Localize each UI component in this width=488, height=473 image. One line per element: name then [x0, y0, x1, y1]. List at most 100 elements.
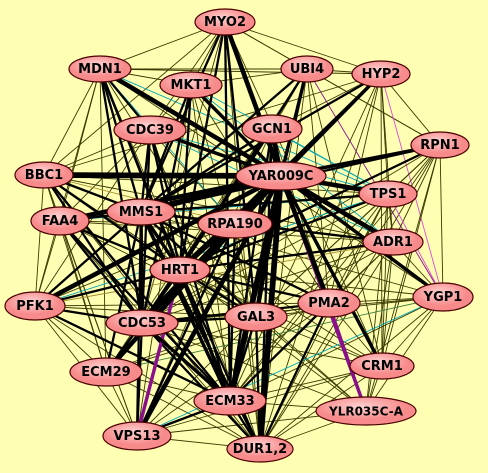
- node-ecm29-shape[interactable]: [69, 357, 143, 387]
- node-ecm33-label: ECM33: [205, 394, 254, 409]
- node-hyp2[interactable]: HYP2: [351, 60, 411, 88]
- node-mms1-shape[interactable]: [106, 198, 176, 226]
- node-ygp1-shape[interactable]: [412, 282, 474, 312]
- node-cdc53-shape[interactable]: [105, 309, 179, 337]
- edge-yar009c-myo2: [222, 19, 284, 179]
- edge-pfk1-adr1: [34, 241, 394, 307]
- node-ubi4[interactable]: UBI4: [280, 55, 334, 83]
- edge-bbc1-cdc53: [42, 173, 144, 325]
- node-crm1-shape[interactable]: [349, 352, 415, 380]
- node-tps1[interactable]: TPS1: [358, 180, 418, 208]
- node-mms1[interactable]: MMS1: [106, 198, 176, 226]
- edge-mms1-ecm29: [104, 210, 143, 374]
- edge-faa4-ecm29: [59, 220, 107, 373]
- node-ecm33-shape[interactable]: [193, 386, 267, 416]
- edge-hyp2-crm1: [380, 73, 383, 367]
- node-cdc53[interactable]: CDC53: [105, 309, 179, 337]
- edge-adr1-gal3: [255, 241, 394, 318]
- node-adr1-label: ADR1: [373, 235, 413, 250]
- edge-mdn1-pfk1: [34, 68, 101, 307]
- node-cdc39-label: CDC39: [126, 123, 174, 138]
- node-vps13[interactable]: VPS13: [102, 421, 172, 451]
- node-myo2-label: MYO2: [204, 15, 246, 30]
- node-cdc39[interactable]: CDC39: [113, 115, 187, 145]
- edge-pfk1-dur12: [34, 305, 261, 450]
- node-ylr035ca-shape[interactable]: [315, 396, 417, 426]
- node-gcn1-shape[interactable]: [241, 114, 303, 144]
- node-ylr035ca[interactable]: YLR035C-A: [315, 396, 417, 426]
- node-faa4[interactable]: FAA4: [30, 206, 90, 236]
- node-pma2-shape[interactable]: [297, 288, 361, 318]
- node-pfk1-shape[interactable]: [4, 291, 66, 321]
- edge-ecm29-dur12: [105, 371, 261, 450]
- edge-yar009c-crm1: [279, 174, 384, 368]
- node-crm1-label: CRM1: [361, 359, 403, 374]
- node-myo2-shape[interactable]: [194, 8, 256, 36]
- node-yar009c[interactable]: YAR009C: [235, 161, 327, 191]
- edge-rpn1-crm1: [381, 144, 441, 367]
- node-mkt1-label: MKT1: [171, 78, 212, 93]
- node-gal3-shape[interactable]: [224, 302, 288, 332]
- edge-mdn1-bbc1: [43, 68, 101, 176]
- node-hrt1-shape[interactable]: [149, 256, 211, 284]
- node-ecm33[interactable]: ECM33: [193, 386, 267, 416]
- node-mkt1-shape[interactable]: [159, 71, 223, 99]
- node-gcn1[interactable]: GCN1: [241, 114, 303, 144]
- edge-tps1-crm1: [381, 193, 389, 367]
- node-rpn1[interactable]: RPN1: [410, 131, 470, 159]
- node-vps13-shape[interactable]: [102, 421, 172, 451]
- node-mkt1[interactable]: MKT1: [159, 71, 223, 99]
- node-pma2[interactable]: PMA2: [297, 288, 361, 318]
- node-adr1-shape[interactable]: [362, 228, 424, 256]
- node-yar009c-shape[interactable]: [235, 161, 327, 191]
- edge-yar009c-hyp2: [279, 72, 383, 178]
- node-ygp1[interactable]: YGP1: [412, 282, 474, 312]
- node-gal3[interactable]: GAL3: [224, 302, 288, 332]
- node-cdc53-label: CDC53: [118, 316, 166, 331]
- edge-myo2-hyp2: [224, 21, 382, 75]
- node-dur12-shape[interactable]: [226, 435, 294, 463]
- edge-mms1-cdc53: [139, 210, 144, 325]
- node-ygp1-label: YGP1: [423, 290, 463, 305]
- node-cdc39-shape[interactable]: [113, 115, 187, 145]
- edge-pma2-vps13: [136, 302, 330, 437]
- edge-rpa190-vps13: [135, 222, 237, 438]
- node-tps1-shape[interactable]: [358, 180, 418, 208]
- node-rpa190[interactable]: RPA190: [197, 209, 273, 239]
- node-crm1[interactable]: CRM1: [349, 352, 415, 380]
- node-faa4-shape[interactable]: [30, 206, 90, 236]
- edge-hyp2-dur12: [259, 73, 382, 450]
- node-mdn1[interactable]: MDN1: [68, 55, 132, 83]
- edge-pfk1-pma2: [34, 302, 330, 307]
- node-faa4-label: FAA4: [42, 214, 79, 229]
- node-bbc1[interactable]: BBC1: [14, 161, 74, 189]
- edge-hrt1-ecm33: [178, 268, 232, 403]
- edge-mms1-pfk1: [33, 210, 143, 308]
- node-mdn1-shape[interactable]: [68, 55, 132, 83]
- edge-yar009c-pma2: [278, 173, 332, 306]
- node-bbc1-shape[interactable]: [14, 161, 74, 189]
- edge-yar009c-cdc53: [139, 173, 284, 326]
- edge-pma2-dur12: [258, 301, 331, 451]
- node-hrt1[interactable]: HRT1: [149, 256, 211, 284]
- node-dur12[interactable]: DUR1,2: [226, 435, 294, 463]
- edge-bbc1-hrt1: [42, 173, 182, 272]
- node-pfk1[interactable]: PFK1: [4, 291, 66, 321]
- edge-yar009c-pfk1: [32, 173, 284, 309]
- node-hyp2-shape[interactable]: [351, 60, 411, 88]
- node-ubi4-shape[interactable]: [280, 55, 334, 83]
- node-rpn1-label: RPN1: [420, 138, 459, 153]
- edge-mdn1-mms1: [98, 67, 143, 214]
- edge-yar009c-ecm33: [227, 173, 284, 404]
- node-rpa190-shape[interactable]: [197, 209, 273, 239]
- node-pma2-label: PMA2: [308, 296, 350, 311]
- node-adr1[interactable]: ADR1: [362, 228, 424, 256]
- node-ecm29-label: ECM29: [81, 365, 130, 380]
- node-rpn1-shape[interactable]: [410, 131, 470, 159]
- edge-pfk1-ecm33: [33, 304, 232, 403]
- node-myo2[interactable]: MYO2: [194, 8, 256, 36]
- edge-cdc53-crm1: [141, 322, 383, 367]
- node-ecm29[interactable]: ECM29: [69, 357, 143, 387]
